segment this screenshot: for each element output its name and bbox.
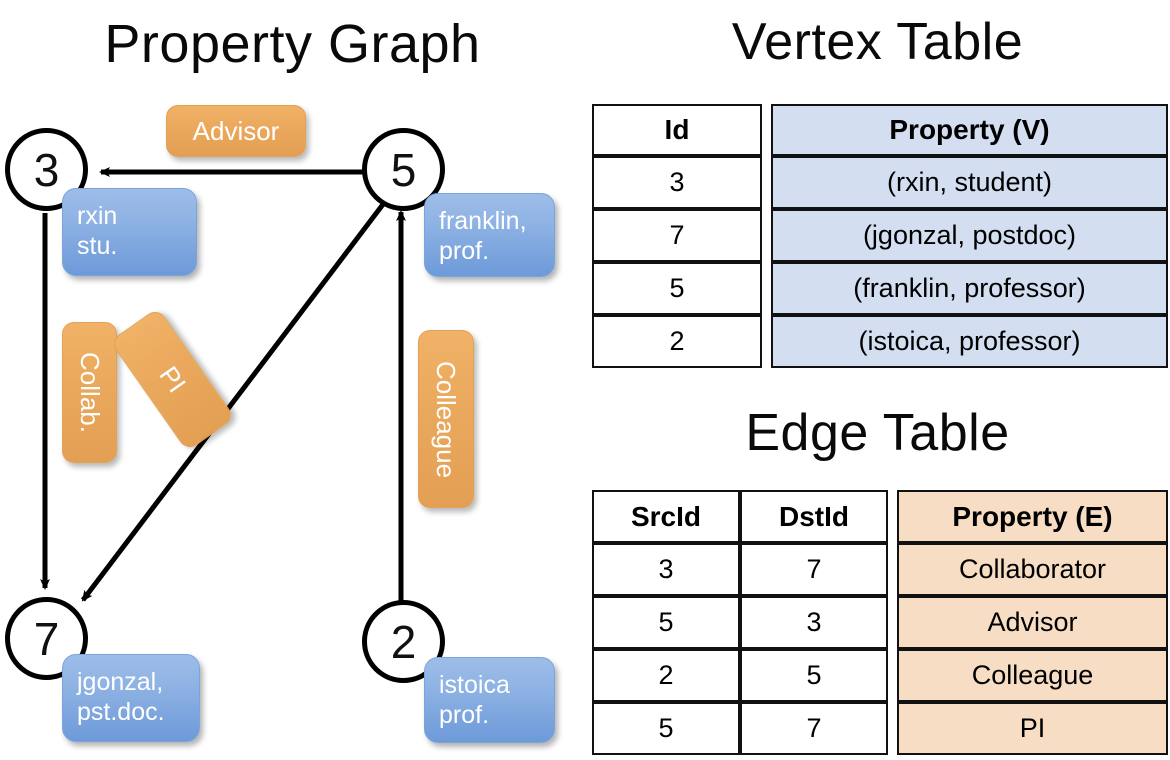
table-row[interactable]: 5 3 Advisor [592, 596, 1168, 649]
vertex-table-column-gap [762, 262, 771, 315]
edge-row-3-dst: 7 [740, 702, 888, 755]
vertex-table-column-gap [762, 315, 771, 368]
edge-table-column-gap [888, 543, 897, 596]
vertex-badge-5-line1: franklin, [439, 207, 527, 235]
edge-row-1-src: 5 [592, 596, 740, 649]
table-row[interactable]: 5 (franklin, professor) [592, 262, 1168, 315]
vertex-badge-2-line2: prof. [439, 701, 490, 729]
vertex-badge-2-line1: istoica [439, 671, 510, 699]
vertex-row-1-property: (jgonzal, postdoc) [771, 209, 1168, 262]
edge-row-3-src: 5 [592, 702, 740, 755]
edge-row-1-dst: 3 [740, 596, 888, 649]
vertex-table-header-property: Property (V) [771, 104, 1168, 156]
property-graph-diagram: 3 5 7 2 rxin stu. franklin, prof. jgonza… [5, 105, 555, 743]
vertex-badge-5-line2: prof. [439, 237, 490, 265]
vertex-row-3-id: 2 [592, 315, 762, 368]
edge-row-0-src: 3 [592, 543, 740, 596]
edge-label-advisor-text: Advisor [192, 115, 280, 146]
vertex-table-header-id: Id [592, 104, 762, 156]
vertex-table: Id Property (V) 3 (rxin, student) 7 (jgo… [592, 104, 1168, 368]
vertex-badge-7-line1: jgonzal, [77, 668, 164, 696]
edge-label-collab: Collab. [62, 322, 117, 463]
vertex-badge-7-line2: pst.doc. [77, 698, 165, 726]
graph-node-2[interactable]: 2 [362, 600, 445, 683]
edge-label-advisor: Advisor [166, 105, 306, 157]
vertex-badge-3: rxin stu. [62, 188, 197, 276]
table-row[interactable]: 7 (jgonzal, postdoc) [592, 209, 1168, 262]
table-row[interactable]: 5 7 PI [592, 702, 1168, 755]
table-row[interactable]: 3 (rxin, student) [592, 156, 1168, 209]
edge-table-column-gap [888, 649, 897, 702]
vertex-table-column-gap [762, 209, 771, 262]
graph-node-3-label: 3 [33, 143, 60, 196]
vertex-table-column-gap [762, 104, 771, 156]
graph-node-2-label: 2 [390, 615, 417, 668]
edge-row-2-dst: 5 [740, 649, 888, 702]
edge-table-column-gap [888, 596, 897, 649]
edge-table-header-row: SrcId DstId Property (E) [592, 490, 1168, 543]
vertex-table-header-row: Id Property (V) [592, 104, 1168, 156]
table-row[interactable]: 2 (istoica, professor) [592, 315, 1168, 368]
vertex-badge-2: istoica prof. [424, 657, 555, 743]
edge-row-1-property: Advisor [897, 596, 1168, 649]
edge-table-header-dstid: DstId [740, 490, 888, 543]
edge-5-to-7 [81, 201, 386, 602]
page-title-edge-table: Edge Table [745, 404, 1010, 462]
vertex-table-column-gap [762, 156, 771, 209]
edge-table-header-srcid: SrcId [592, 490, 740, 543]
edge-label-pi-text: PI [153, 360, 193, 398]
edge-label-colleague-text: Colleague [431, 360, 462, 478]
vertex-row-2-id: 5 [592, 262, 762, 315]
edge-row-2-property: Colleague [897, 649, 1168, 702]
edge-row-2-src: 2 [592, 649, 740, 702]
vertex-badge-5: franklin, prof. [424, 193, 555, 277]
edge-table-column-gap [888, 490, 897, 543]
graph-edges-layer [40, 167, 406, 605]
edge-row-0-property: Collaborator [897, 543, 1168, 596]
edge-table-header-property: Property (E) [897, 490, 1168, 543]
vertex-row-0-property: (rxin, student) [771, 156, 1168, 209]
vertex-row-1-id: 7 [592, 209, 762, 262]
table-row[interactable]: 2 5 Colleague [592, 649, 1168, 702]
vertex-badge-3-line1: rxin [77, 202, 118, 230]
graph-node-5[interactable]: 5 [362, 128, 445, 211]
edge-row-3-property: PI [897, 702, 1168, 755]
page-title-vertex-table: Vertex Table [731, 13, 1024, 71]
graph-node-5-label: 5 [390, 143, 417, 196]
edge-label-colleague: Colleague [418, 330, 474, 508]
vertex-row-3-property: (istoica, professor) [771, 315, 1168, 368]
table-row[interactable]: 3 7 Collaborator [592, 543, 1168, 596]
vertex-badge-3-line2: stu. [77, 232, 118, 260]
edge-table: SrcId DstId Property (E) 3 7 Collaborato… [592, 490, 1168, 755]
vertex-row-2-property: (franklin, professor) [771, 262, 1168, 315]
graph-node-7-label: 7 [33, 612, 60, 665]
vertex-badge-7: jgonzal, pst.doc. [62, 654, 200, 742]
edge-label-collab-text: Collab. [75, 352, 105, 433]
vertex-row-0-id: 3 [592, 156, 762, 209]
edge-table-column-gap [888, 702, 897, 755]
page-title-property-graph: Property Graph [104, 14, 481, 74]
edge-row-0-dst: 7 [740, 543, 888, 596]
